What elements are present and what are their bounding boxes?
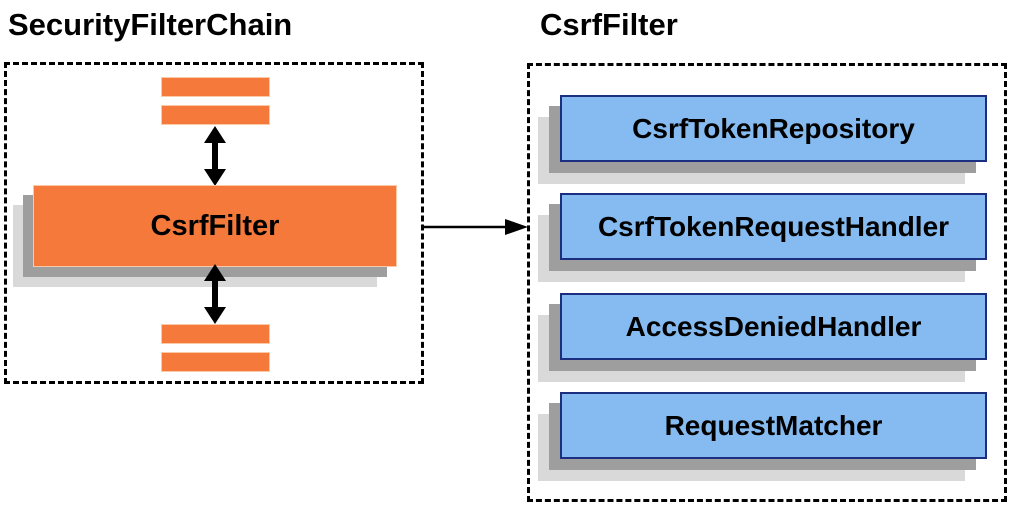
csrf-filter-boundary bbox=[527, 63, 1007, 502]
flow-arrow-icon bbox=[424, 219, 528, 235]
filter-bar bbox=[161, 77, 270, 97]
filter-bar bbox=[161, 324, 270, 344]
component-label: AccessDeniedHandler bbox=[625, 310, 922, 342]
bidirectional-arrow-icon bbox=[204, 264, 226, 324]
csrf-filter-node-label: CsrfFilter bbox=[150, 209, 280, 242]
security-filter-chain-boundary bbox=[4, 62, 424, 384]
security-filter-chain-title: SecurityFilterChain bbox=[8, 7, 293, 42]
csrf-filter-node: CsrfFilter bbox=[33, 185, 397, 267]
filter-bar bbox=[161, 352, 270, 372]
component-csrf-token-repository: CsrfTokenRepository bbox=[560, 95, 987, 162]
component-request-matcher: RequestMatcher bbox=[560, 392, 987, 459]
component-csrf-token-request-handler: CsrfTokenRequestHandler bbox=[560, 193, 987, 260]
component-label: CsrfTokenRequestHandler bbox=[597, 210, 950, 242]
csrf-filter-title: CsrfFilter bbox=[540, 7, 678, 42]
component-access-denied-handler: AccessDeniedHandler bbox=[560, 293, 987, 360]
component-label: RequestMatcher bbox=[664, 409, 883, 441]
filter-bar bbox=[161, 105, 270, 125]
bidirectional-arrow-icon bbox=[204, 126, 226, 186]
component-label: CsrfTokenRepository bbox=[632, 112, 915, 144]
